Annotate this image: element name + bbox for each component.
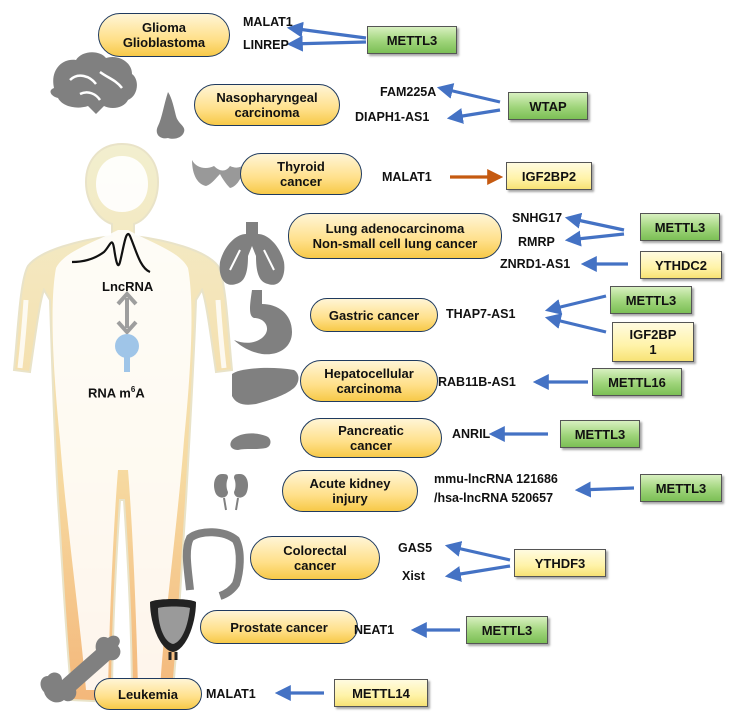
- regulator-box: METTL3: [560, 420, 640, 448]
- regulator-box: METTL3: [610, 286, 692, 314]
- lungs-icon: [219, 222, 285, 285]
- regulator-box: METTL3: [640, 474, 722, 502]
- regulator-box: METTL3: [640, 213, 720, 241]
- bone-icon: [40, 635, 121, 703]
- disease-pill-prostate: Prostate cancer: [200, 610, 358, 644]
- rna-m6a-label: RNA m6A: [88, 385, 145, 401]
- prostate-icon: [150, 599, 196, 660]
- lncrna-strand-icon: [71, 233, 151, 274]
- regulator-box: WTAP: [508, 92, 588, 120]
- lncrna-label: DIAPH1-AS1: [355, 110, 430, 124]
- arrow: [544, 294, 607, 315]
- lncrna-label: RAB11B-AS1: [438, 375, 516, 389]
- arrow: [564, 212, 625, 232]
- lncrna-label: MALAT1: [206, 687, 256, 701]
- lncrna-label: /hsa-lncRNA 520657: [434, 491, 554, 505]
- colon-icon: [182, 528, 244, 600]
- lncrna-label: FAM225A: [380, 85, 437, 99]
- lncrna-label: GAS5: [398, 541, 433, 555]
- arrow: [544, 313, 607, 334]
- regulator-box: METTL16: [592, 368, 682, 396]
- double-arrow-icon: [116, 291, 138, 335]
- pancreas-icon: [230, 433, 271, 450]
- lncrna-label: Xist: [402, 569, 425, 583]
- lncrna-label: LncRNA: [102, 279, 154, 294]
- disease-pill-leukemia: Leukemia: [94, 678, 202, 710]
- m6a-marker-icon: [115, 334, 139, 372]
- arrow: [574, 481, 635, 498]
- lncrna-label: ANRIL: [452, 427, 491, 441]
- regulator-box: METTL3: [466, 616, 548, 644]
- lncrna-label: mmu-lncRNA 121686: [434, 472, 558, 486]
- arrow: [444, 541, 511, 562]
- lncrna-label: MALAT1: [243, 15, 293, 29]
- arrow: [286, 21, 367, 40]
- arrow: [444, 564, 511, 582]
- lncrna-label: ZNRD1-AS1: [500, 257, 571, 271]
- arrows: [274, 21, 635, 701]
- lncrna-label: LINREP: [243, 38, 289, 52]
- disease-pill-gastric: Gastric cancer: [310, 298, 438, 332]
- arrow: [564, 230, 625, 247]
- stomach-icon: [234, 290, 292, 355]
- arrow: [436, 83, 501, 104]
- human-body-icon: [12, 142, 234, 704]
- brain-icon: [50, 52, 137, 114]
- lncrna-label: NEAT1: [354, 623, 395, 637]
- regulator-box: YTHDC2: [640, 251, 722, 279]
- regulator-box: IGF2BP2: [506, 162, 592, 190]
- regulator-box: YTHDF3: [514, 549, 606, 577]
- regulator-box: METTL14: [334, 679, 428, 707]
- nose-icon: [156, 92, 185, 139]
- arrow: [286, 35, 367, 52]
- liver-icon: [232, 367, 299, 405]
- lncrna-label: RMRP: [518, 235, 555, 249]
- lncrna-label: THAP7-AS1: [446, 307, 516, 321]
- lncrna-label: MALAT1: [382, 170, 432, 184]
- arrow: [446, 108, 501, 124]
- kidney-icon: [214, 474, 248, 511]
- regulator-box: METTL3: [367, 26, 457, 54]
- lncrna-label: SNHG17: [512, 211, 563, 225]
- thyroid-icon: [192, 158, 248, 188]
